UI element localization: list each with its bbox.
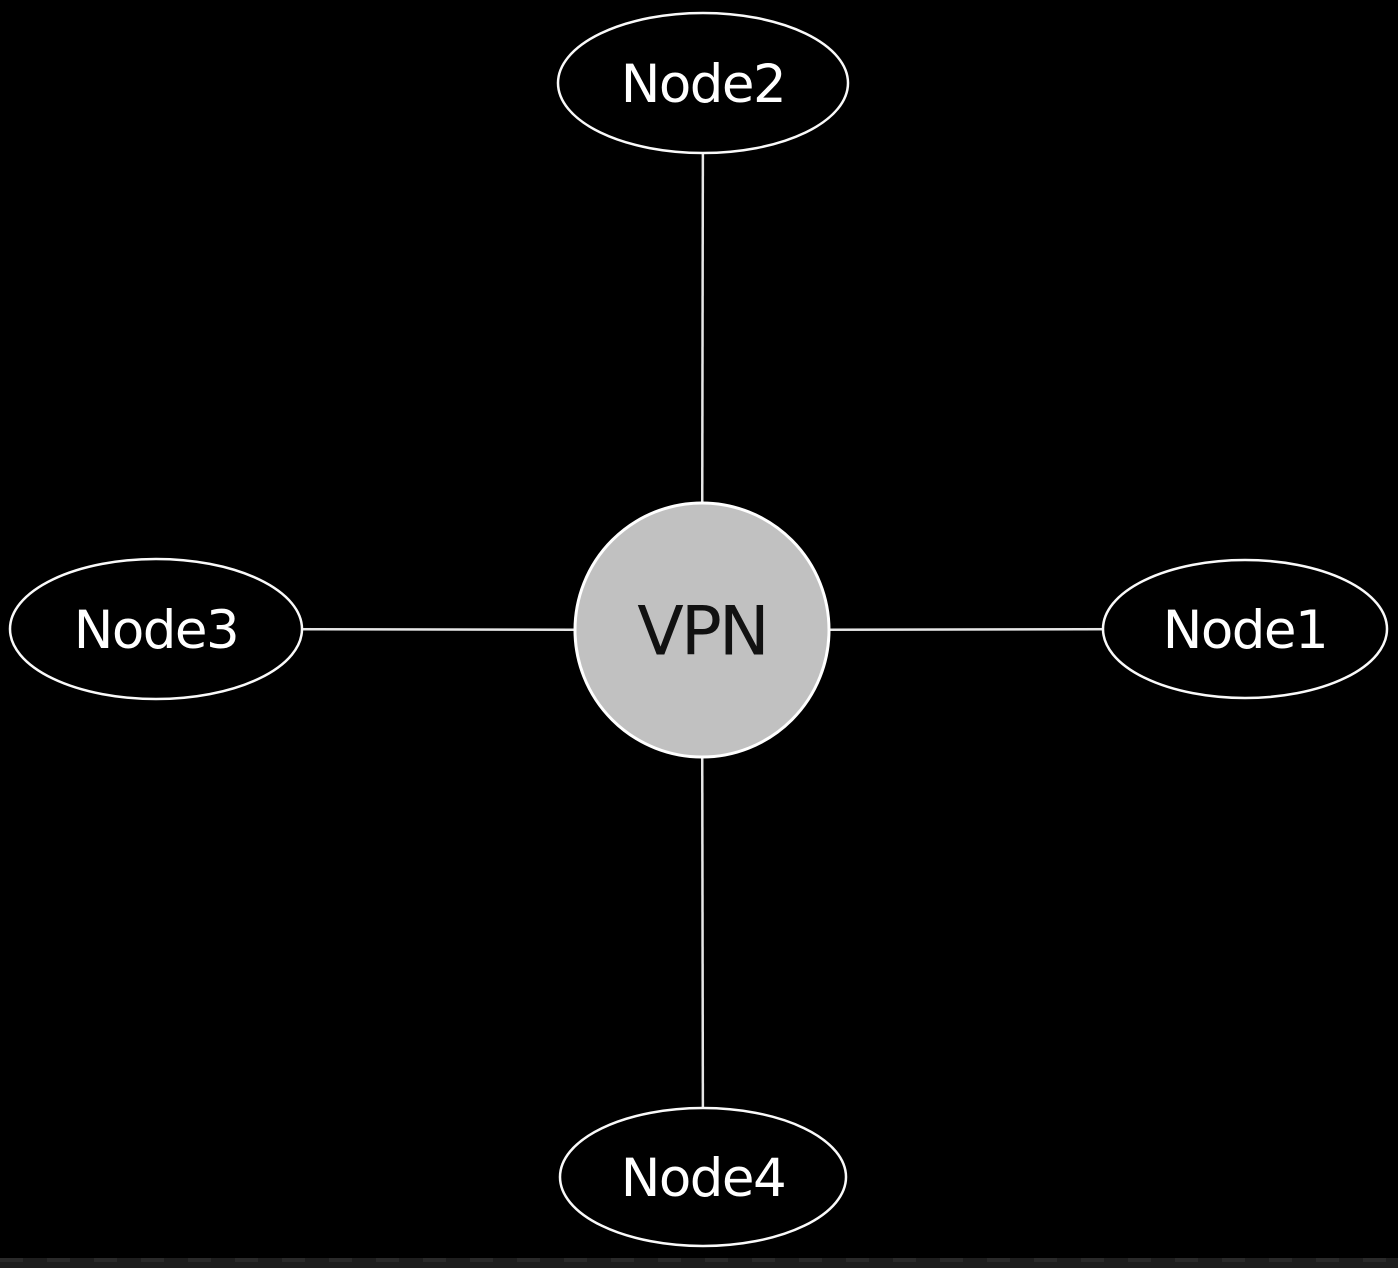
node-label-node3: Node3 — [74, 600, 239, 661]
node-label-node2: Node2 — [621, 54, 786, 115]
node-label-node4: Node4 — [621, 1148, 786, 1209]
node-ellipse-node2 — [556, 11, 850, 155]
node-label-node1: Node1 — [1163, 600, 1328, 661]
node-ellipse-node1 — [1101, 558, 1389, 700]
bottom-edge-bar — [0, 1258, 1398, 1268]
node-ellipse-node3 — [8, 557, 304, 701]
node-ellipse-node4 — [558, 1106, 848, 1248]
vpn-hub-circle — [573, 501, 831, 759]
vpn-hub-label: VPN — [637, 592, 766, 671]
